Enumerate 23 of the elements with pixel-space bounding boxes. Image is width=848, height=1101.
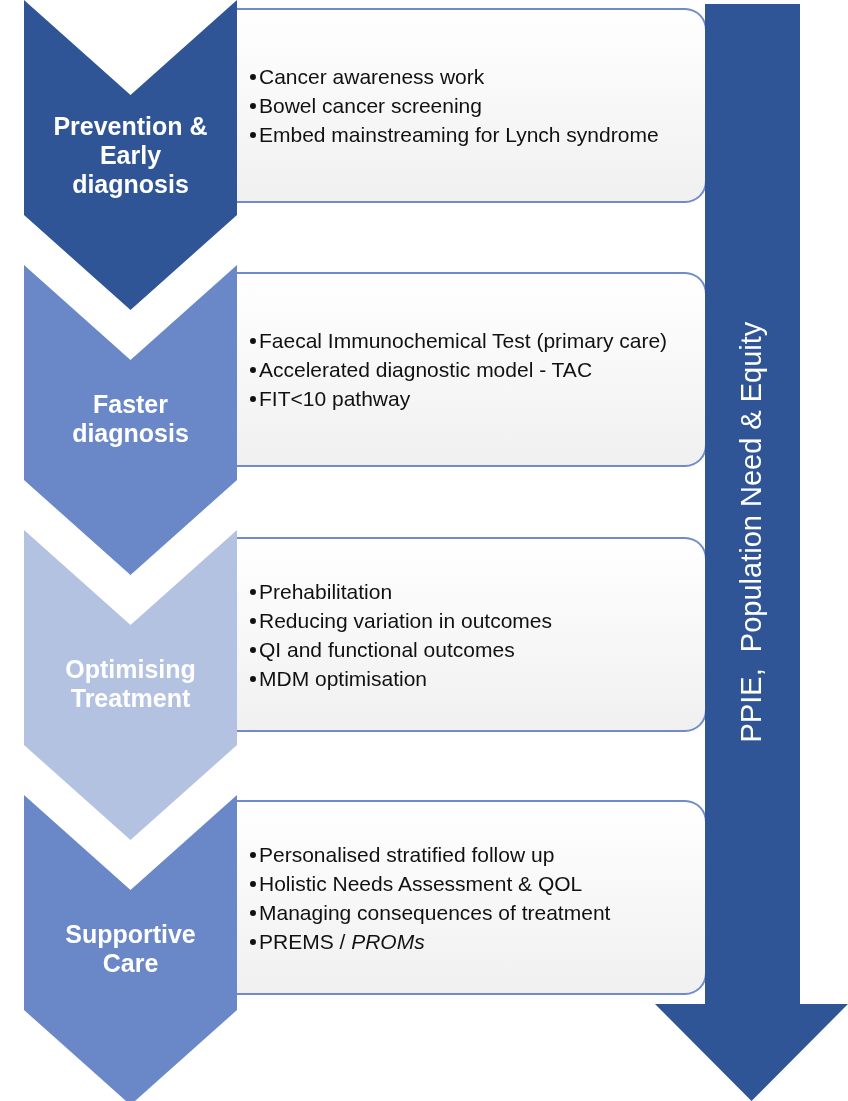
- bullet-text: Personalised stratified follow up: [259, 842, 555, 866]
- bullet-text: Cancer awareness work: [259, 65, 485, 88]
- bullet-text: PREMS / PROMs: [259, 929, 425, 953]
- content-card: [237, 800, 707, 995]
- stage-title: Supportive Care: [64, 920, 197, 978]
- bullet-text: QI and functional outcomes: [259, 637, 515, 661]
- bullet-text: Bowel cancer screening: [259, 94, 482, 117]
- stage-title: Faster diagnosis: [71, 390, 190, 448]
- bullet-text: Managing consequences of treatment: [259, 900, 611, 924]
- stage-title: Prevention & Early diagnosis: [52, 112, 209, 199]
- bullet-text: Faecal Immunochemical Test (primary care): [259, 329, 668, 352]
- stage-title: Optimising Treatment: [64, 655, 197, 713]
- bullet-text: Holistic Needs Assessment & QOL: [259, 871, 583, 895]
- content-card: [237, 272, 707, 467]
- arrow-label: PPIE, Population Need & Equity: [734, 321, 768, 743]
- bullet-text: MDM optimisation: [259, 666, 428, 690]
- content-card: [237, 8, 707, 203]
- bullet-text: Prehabilitation: [259, 579, 393, 603]
- bullet-text: Accelerated diagnostic model - TAC: [259, 358, 593, 381]
- content-card: [237, 537, 707, 732]
- bullet-text: FIT<10 pathway: [259, 387, 411, 410]
- bullet-text: Reducing variation in outcomes: [259, 608, 552, 632]
- bullet-text: Embed mainstreaming for Lynch syndrome: [259, 123, 659, 146]
